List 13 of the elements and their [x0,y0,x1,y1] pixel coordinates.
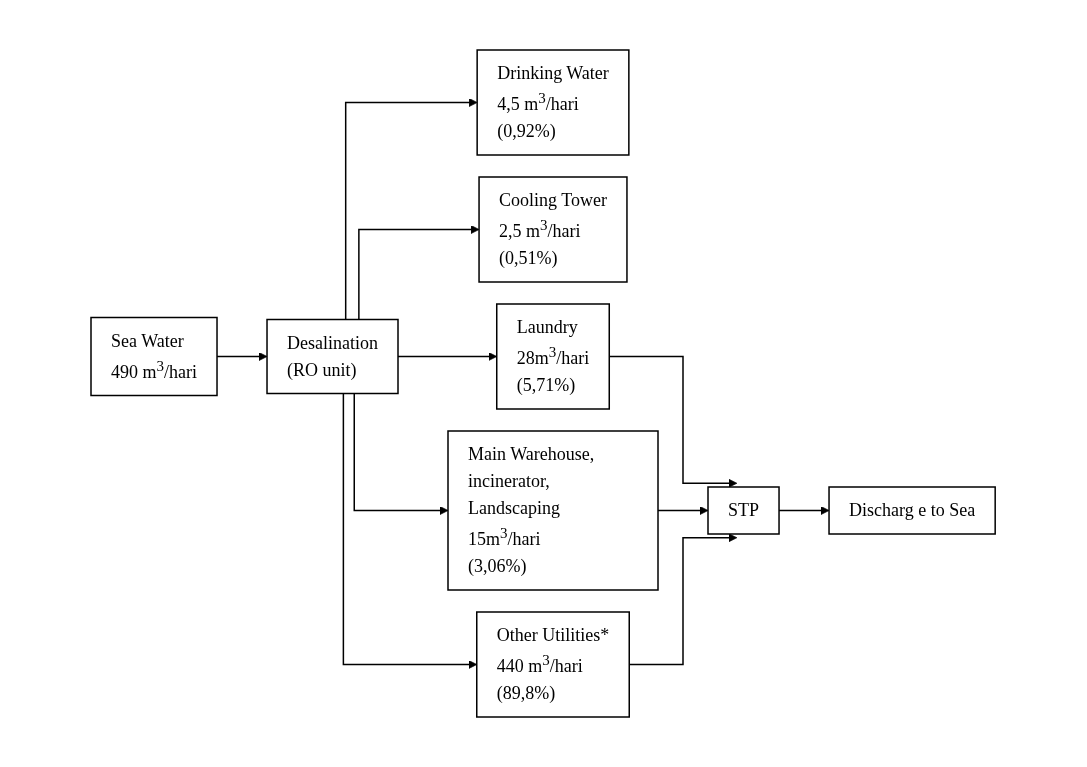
node-box: Discharg e to Sea [828,486,997,535]
arrow [353,392,449,515]
arrow [345,98,478,321]
node-box: Main Warehouse, incinerator, Landscaping 15m$^{3}$/hari (3,06%) [447,430,660,591]
arrow [343,392,478,669]
node-box: Desalination (RO unit) [266,318,400,395]
node-box: Other Utilities* 440 m$^{3}$/hari (89,8%) [476,611,631,718]
node-box: Drinking Water 4,5 m$^{3}$/hari (0,92%) [476,49,630,156]
node-box: Cooling Tower 2,5 m$^{3}$/hari (0,51%) [478,176,629,283]
node-box: Laundry 28m$^{3}$/hari (5,71%) [496,303,611,410]
node-box: STP [707,486,781,535]
arrow [358,225,480,321]
node-box: Sea Water 490 m$^{3}$/hari [90,316,219,397]
